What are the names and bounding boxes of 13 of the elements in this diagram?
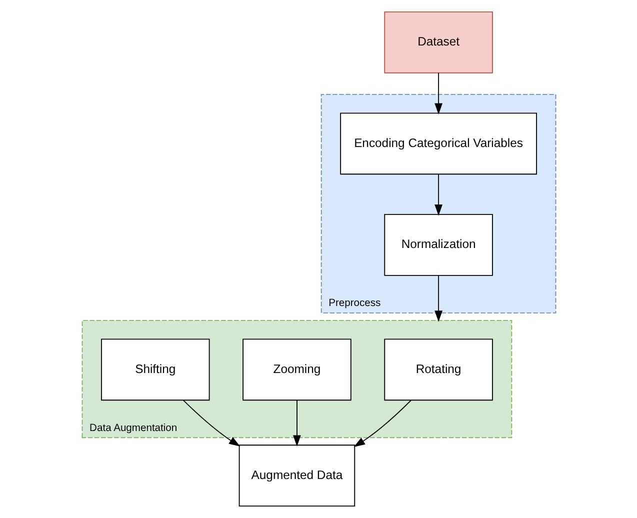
arrow: [182, 400, 240, 447]
node-box: Shifting: [100, 338, 210, 401]
node-box: Dataset: [384, 11, 492, 74]
node-box: Augmented Data: [238, 444, 355, 507]
node-box: Encoding Categorical Variables: [340, 112, 536, 175]
arrow: [434, 275, 442, 322]
node-box: Rotating: [384, 338, 492, 401]
node-box: Normalization: [384, 214, 492, 276]
node-box: Zooming: [242, 338, 351, 401]
arrow: [353, 400, 412, 448]
arrow: [434, 174, 442, 216]
arrow: [292, 400, 300, 446]
arrow: [434, 72, 442, 115]
